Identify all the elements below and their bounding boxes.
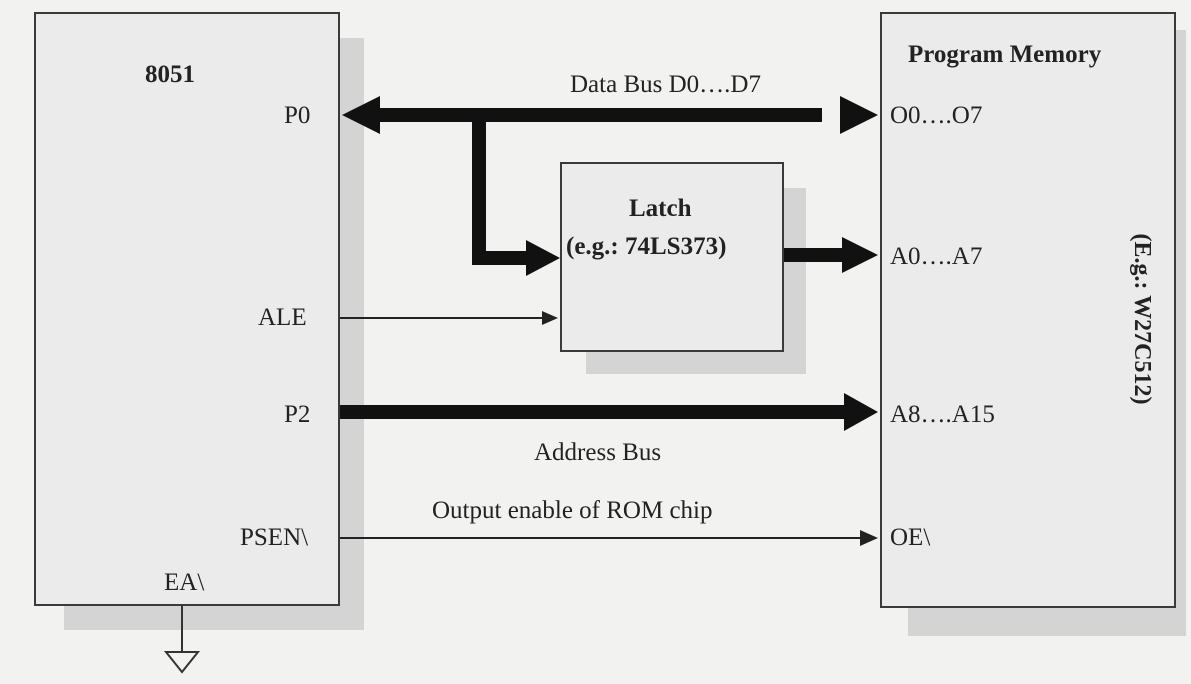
data-bus-label: Data Bus D0….D7 xyxy=(570,71,761,98)
data-to-latch-arrow xyxy=(472,115,560,276)
memory-example: (E.g.: W27C512) xyxy=(1129,233,1155,405)
mem-pin-oe: OE\ xyxy=(890,524,931,551)
latch-block xyxy=(560,162,784,352)
ale-arrow xyxy=(340,311,558,325)
pin-p2: P2 xyxy=(284,401,311,428)
memory-block xyxy=(880,12,1176,608)
pin-ale: ALE xyxy=(258,304,307,331)
pin-p0: P0 xyxy=(284,102,311,129)
mem-pin-addr-low: A0….A7 xyxy=(890,243,983,270)
latch-example: (e.g.: 74LS373) xyxy=(566,233,727,260)
address-bus-arrow xyxy=(340,393,878,431)
mem-pin-addr-high: A8….A15 xyxy=(890,401,995,428)
pin-psen: PSEN\ xyxy=(240,524,309,551)
output-enable-label: Output enable of ROM chip xyxy=(432,497,713,524)
data-bus-arrow xyxy=(342,96,878,134)
address-bus-label: Address Bus xyxy=(534,439,662,466)
cpu-block xyxy=(34,12,340,606)
psen-arrow xyxy=(340,530,878,546)
latch-to-memory-arrow xyxy=(784,237,878,273)
ground-symbol xyxy=(163,606,201,674)
cpu-name: 8051 xyxy=(145,61,195,88)
pin-ea: EA\ xyxy=(164,569,205,596)
memory-title: Program Memory xyxy=(908,41,1102,68)
mem-pin-data: O0….O7 xyxy=(890,102,983,129)
latch-title: Latch xyxy=(629,195,692,222)
